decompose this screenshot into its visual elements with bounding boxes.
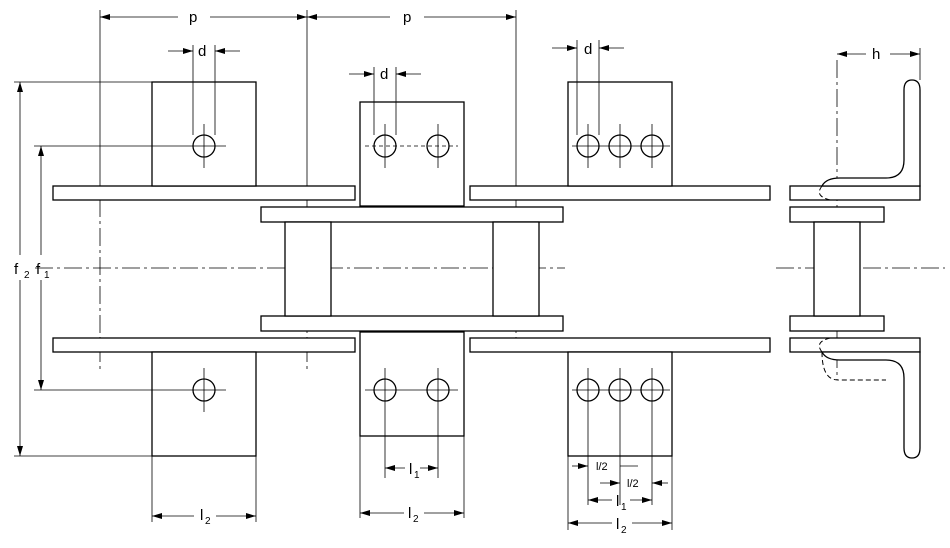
half-l1-label-1: l/2 <box>596 461 608 473</box>
height-dimension: h <box>837 46 921 80</box>
l1-sub-2: 1 <box>621 502 627 513</box>
d-label-3: d <box>584 41 592 58</box>
h-label: h <box>872 46 880 63</box>
inner-link-plates <box>260 206 564 332</box>
l1-label-2: l <box>616 493 619 510</box>
l1-label-1: l <box>409 461 412 478</box>
outer-link-plates <box>52 185 771 353</box>
d-label-1: d <box>198 43 206 60</box>
f2-label: f <box>14 261 19 278</box>
pitch-dimensions: p p <box>99 9 517 170</box>
l2-sub-3: 2 <box>621 525 627 536</box>
f2-subscript: 2 <box>24 270 30 281</box>
pitch-label-1: p <box>189 9 197 26</box>
l2-label-3: l <box>616 516 619 533</box>
d-label-2: d <box>380 66 388 83</box>
attachment-three-holes <box>567 81 673 505</box>
half-length-dimensions: l/2 l/2 <box>572 461 668 490</box>
half-l1-label-2: l/2 <box>627 478 639 490</box>
l2-label-1: l <box>200 507 203 524</box>
f1-subscript: 1 <box>44 270 50 281</box>
hole-diameter-dimensions: d d d <box>168 40 624 135</box>
attachment-single-hole <box>151 81 257 457</box>
l2-sub-1: 2 <box>205 516 211 527</box>
length-l2-dimensions: l 2 l 2 l 2 <box>151 436 673 536</box>
side-view <box>789 79 921 459</box>
l1-sub-1: 1 <box>414 470 420 481</box>
l2-sub-2: 2 <box>413 514 419 525</box>
f1-label: f <box>36 261 41 278</box>
attachment-two-holes <box>359 101 465 478</box>
pitch-label-2: p <box>403 9 411 26</box>
length-l1-dimensions: l 1 l 1 <box>385 461 652 513</box>
l2-label-2: l <box>408 505 411 522</box>
vertical-dimensions: f 2 f 1 <box>14 81 182 457</box>
